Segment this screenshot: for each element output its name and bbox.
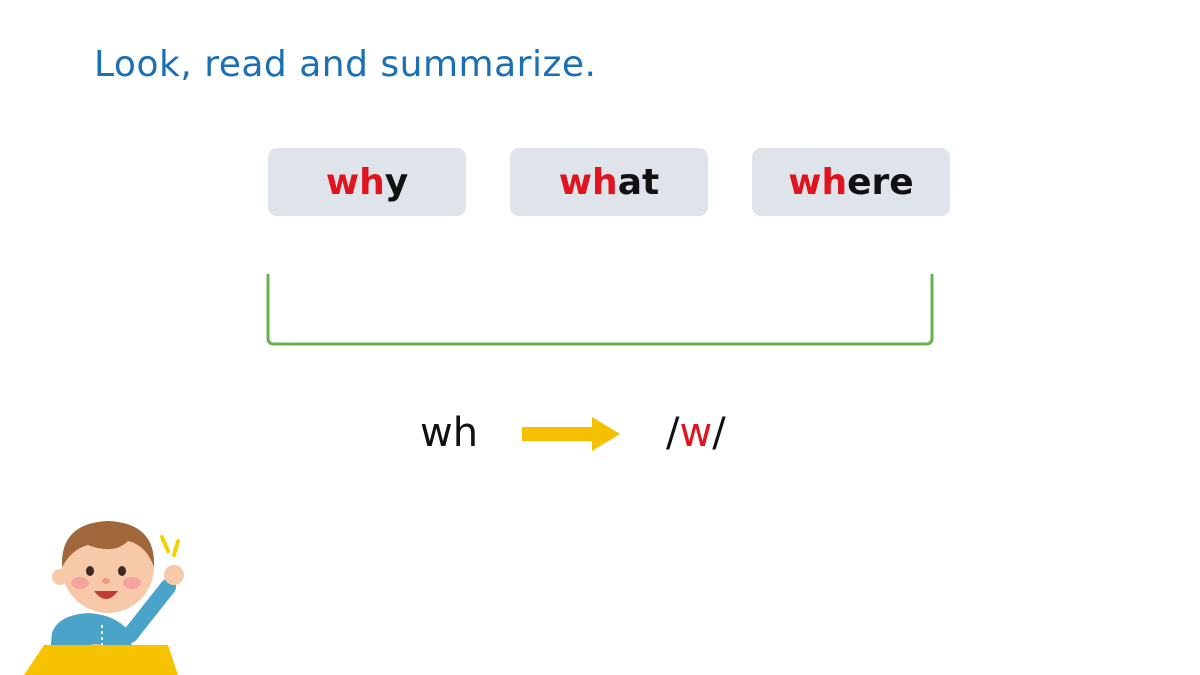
word-rest: at bbox=[617, 161, 660, 203]
word-highlight: wh bbox=[558, 161, 618, 203]
phoneme-text: /w/ bbox=[666, 410, 726, 456]
phoneme-slash-open: / bbox=[666, 410, 680, 456]
phoneme-sound: w bbox=[679, 410, 713, 456]
grouping-bracket bbox=[266, 274, 934, 346]
digraph-text: wh bbox=[420, 410, 479, 456]
word-highlight: wh bbox=[325, 161, 385, 203]
phonics-rule: wh /w/ bbox=[0, 408, 1200, 464]
slide-title: Look, read and summarize. bbox=[94, 44, 597, 85]
boy-raising-hand-illustration bbox=[24, 521, 184, 675]
word-highlight: wh bbox=[788, 161, 848, 203]
phoneme-slash-close: / bbox=[712, 410, 726, 456]
word-rest: ere bbox=[847, 161, 914, 203]
right-arrow-icon bbox=[522, 417, 620, 451]
word-rest: y bbox=[384, 161, 409, 203]
